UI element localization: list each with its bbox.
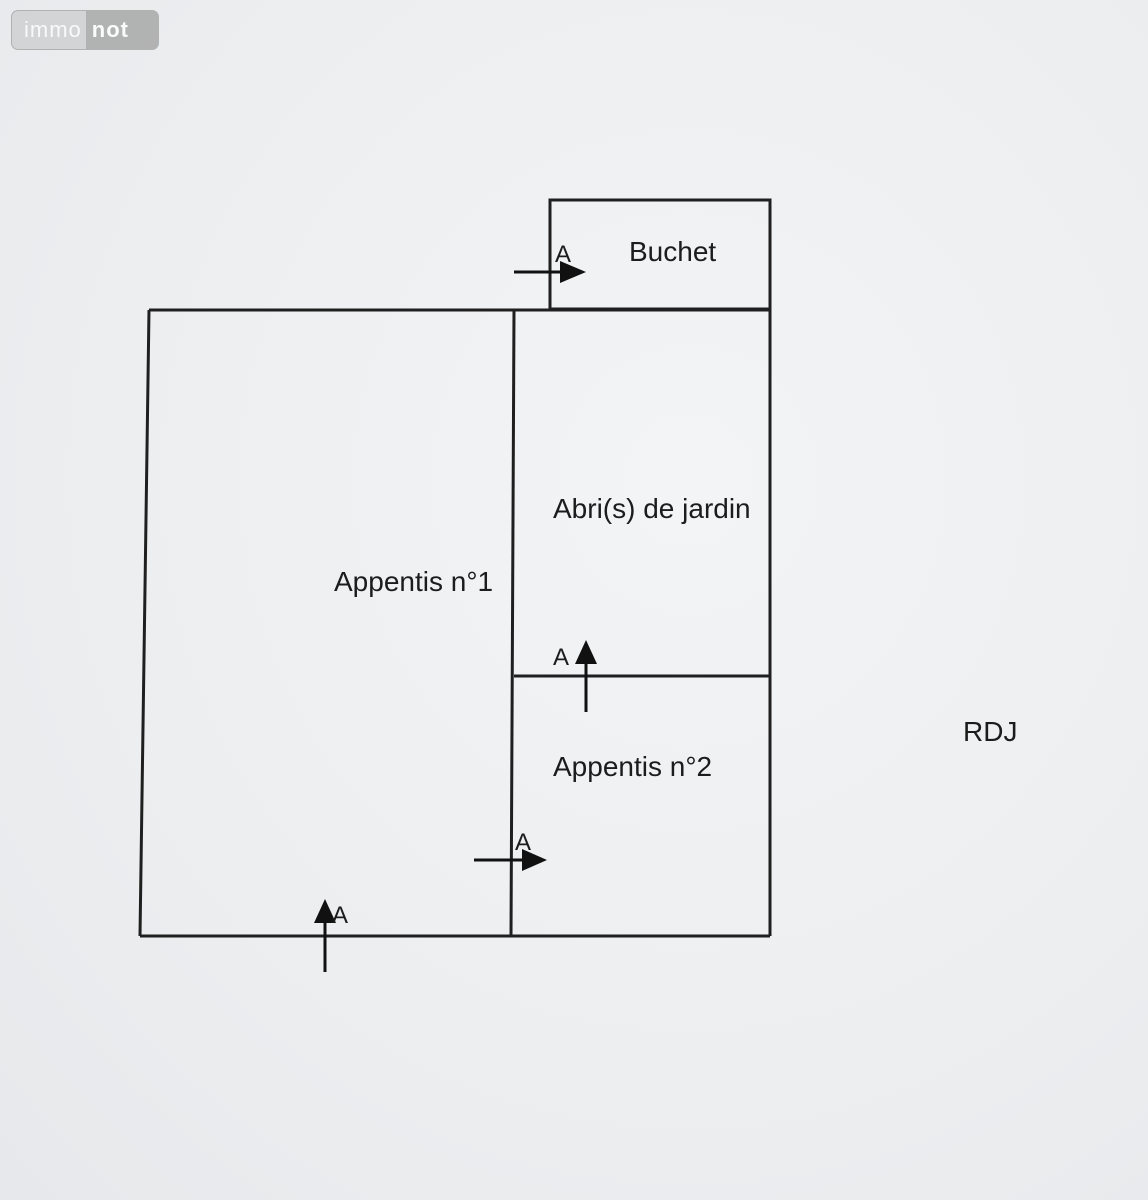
watermark-text-right: not: [85, 11, 158, 49]
room-label-buchet: Buchet: [629, 236, 716, 267]
door-marker: A: [515, 829, 531, 856]
room-label-appentis-1: Appentis n°1: [334, 566, 493, 597]
level-label: RDJ: [963, 716, 1017, 747]
arrow-head-icon: [314, 899, 336, 923]
wall-middle-vertical: [509, 309, 516, 937]
door-marker: A: [332, 902, 348, 929]
watermark-text-left: immo: [24, 17, 82, 42]
room-label-abri: Abri(s) de jardin: [553, 493, 751, 524]
door-arrow-buchet: A: [514, 241, 586, 283]
arrow-head-icon: [560, 261, 586, 283]
arrow-head-icon: [575, 640, 597, 664]
room-label-appentis-2: Appentis n°2: [553, 751, 712, 782]
door-arrow-appentis-2: A: [474, 829, 547, 871]
door-arrow-abri: A: [553, 640, 597, 712]
door-marker: A: [555, 241, 571, 268]
door-marker: A: [553, 644, 569, 671]
wall-left: [138, 309, 151, 937]
door-arrow-appentis-1: A: [314, 899, 348, 972]
immonot-watermark-logo: immo not: [11, 10, 159, 50]
arrow-head-icon: [522, 849, 547, 871]
